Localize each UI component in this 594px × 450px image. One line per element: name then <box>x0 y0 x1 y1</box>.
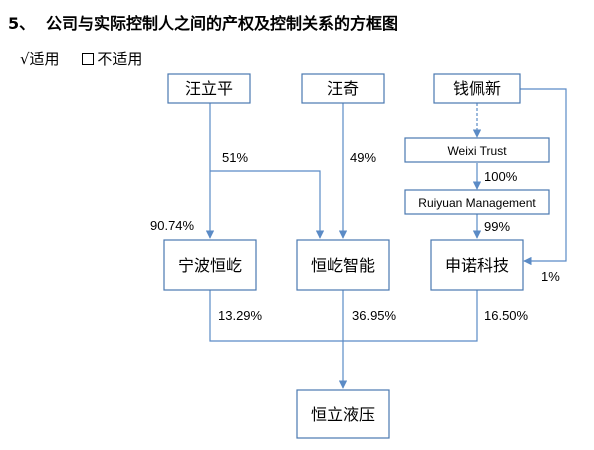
edge-qian-shennuo <box>520 88 567 266</box>
pct-weixi-ruiyuan: 100% <box>484 169 518 184</box>
applicable-option: √适用 <box>20 50 60 68</box>
section-heading: 5、公司与实际控制人之间的产权及控制关系的方框图 <box>8 10 398 34</box>
pct-wang-qi-hengyi: 49% <box>350 150 376 165</box>
not-applicable-label: 不适用 <box>97 50 143 68</box>
pct-wang-liping-ningbo: 90.74% <box>150 218 195 233</box>
edge-wang-liping-hengyi <box>210 170 325 239</box>
node-hengli-hydraulic-label: 恒立液压 <box>311 405 375 424</box>
node-shennuo-tech: 申诺科技 <box>430 239 524 291</box>
node-wang-liping: 汪立平 <box>167 73 251 104</box>
node-weixi-trust-label: Weixi Trust <box>447 144 507 158</box>
node-hengyi-intelligent: 恒屹智能 <box>296 239 390 291</box>
pct-qian-shennuo: 1% <box>541 269 560 284</box>
node-wang-qi: 汪奇 <box>301 73 385 104</box>
node-hengli-hydraulic: 恒立液压 <box>296 389 390 439</box>
pct-hengyi-hengli: 36.95% <box>352 308 397 323</box>
section-number: 5、 <box>8 14 36 33</box>
node-hengyi-intelligent-label: 恒屹智能 <box>311 256 375 275</box>
applicability-row: √适用 不适用 <box>20 48 160 69</box>
node-shennuo-tech-label: 申诺科技 <box>445 256 509 275</box>
section-title: 公司与实际控制人之间的产权及控制关系的方框图 <box>46 14 399 33</box>
node-weixi-trust: Weixi Trust <box>404 137 550 163</box>
not-applicable-option: 不适用 <box>82 48 142 69</box>
node-qian-peixin: 钱佩新 <box>433 73 521 104</box>
node-ruiyuan-management: Ruiyuan Management <box>404 189 550 215</box>
pct-shennuo-hengli: 16.50% <box>484 308 529 323</box>
pct-ningbo-hengli: 13.29% <box>218 308 263 323</box>
connectors <box>205 88 567 389</box>
node-wang-liping-label: 汪立平 <box>185 79 233 98</box>
node-qian-peixin-label: 钱佩新 <box>453 79 501 98</box>
pct-ruiyuan-shennuo: 99% <box>484 219 510 234</box>
pct-wang-liping-hengyi: 51% <box>222 150 248 165</box>
checkbox-icon <box>82 53 95 65</box>
node-ningbo-hengyi: 宁波恒屹 <box>163 239 257 291</box>
node-wang-qi-label: 汪奇 <box>327 79 359 98</box>
node-ruiyuan-management-label: Ruiyuan Management <box>418 196 536 210</box>
node-ningbo-hengyi-label: 宁波恒屹 <box>178 256 242 275</box>
